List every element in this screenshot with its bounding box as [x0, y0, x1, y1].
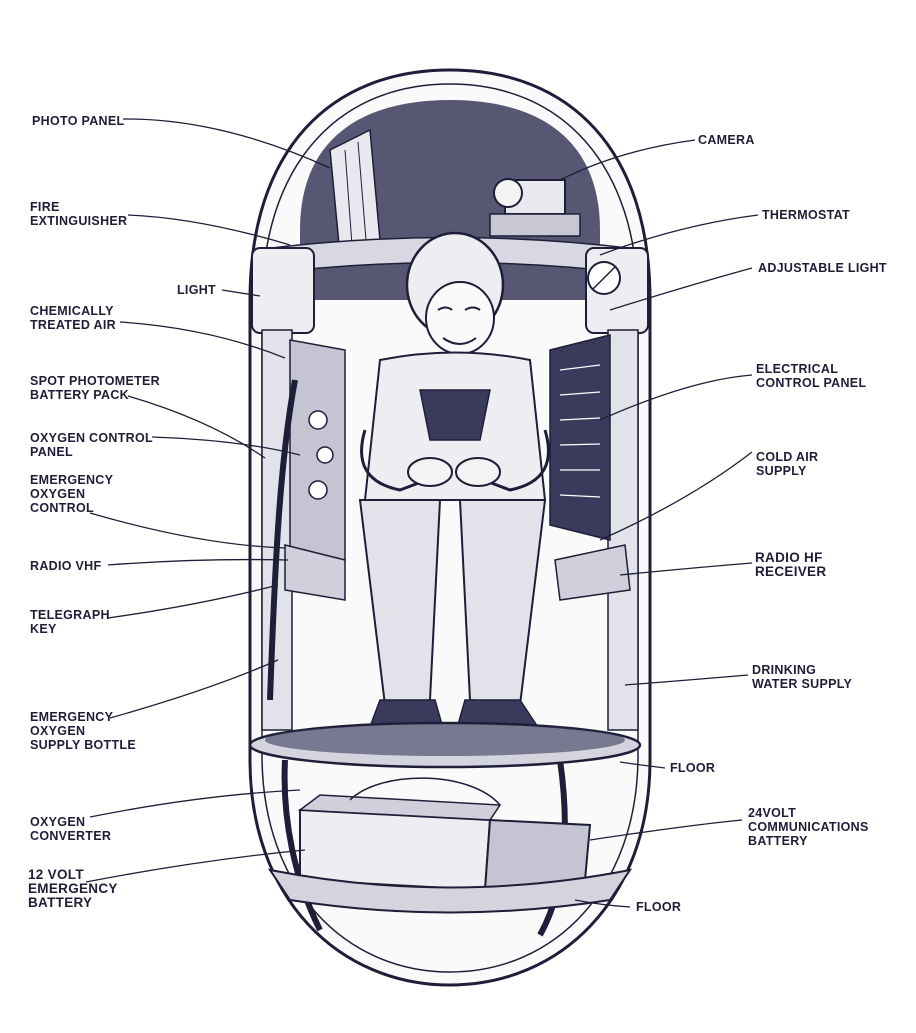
- camera: [489, 178, 581, 237]
- pilot-figure: [358, 231, 550, 741]
- label-oxygen-control-panel: OXYGEN CONTROL PANEL: [30, 431, 153, 459]
- label-floor-lower: FLOOR: [636, 900, 682, 914]
- label-radio-hf-receiver: RADIO HF RECEIVER: [755, 550, 827, 579]
- label-camera: CAMERA: [698, 133, 755, 147]
- label-thermostat: THERMOSTAT: [762, 208, 850, 222]
- label-emergency-oxygen-supply-bottle: EMERGENCY OXYGEN SUPPLY BOTTLE: [30, 710, 137, 752]
- label-floor-upper: FLOOR: [670, 761, 716, 775]
- label-telegraph-key: TELEGRAPH KEY: [30, 608, 110, 636]
- label-drinking-water-supply: DRINKING WATER SUPPLY: [752, 663, 853, 691]
- lower-floor: [267, 868, 633, 914]
- label-photo-panel: PHOTO PANEL: [32, 114, 125, 128]
- label-spot-photometer-battery-pack: SPOT PHOTOMETER BATTERY PACK: [30, 374, 160, 402]
- label-emergency-oxygen-control: EMERGENCY OXYGEN CONTROL: [30, 473, 114, 515]
- label-light: LIGHT: [177, 283, 216, 297]
- label-radio-vhf: RADIO VHF: [30, 559, 102, 573]
- radio-consoles: [284, 544, 631, 601]
- label-fire-extinguisher: FIRE EXTINGUISHER: [30, 200, 128, 228]
- label-cold-air-supply: COLD AIR SUPPLY: [756, 450, 819, 478]
- label-oxygen-converter: OXYGEN CONVERTER: [30, 815, 112, 843]
- label-electrical-control-panel: ELECTRICAL CONTROL PANEL: [756, 362, 867, 390]
- photo-panel: [329, 128, 381, 257]
- batteries: [297, 777, 592, 892]
- label-adjustable-light: ADJUSTABLE LIGHT: [758, 261, 887, 275]
- leader-lines: [85, 118, 759, 908]
- upper-floor: [248, 721, 642, 769]
- label-12-volt-emergency-battery: 12 VOLT EMERGENCY BATTERY: [28, 867, 118, 910]
- label-24volt-communications-battery: 24VOLT COMMUNICATIONS BATTERY: [748, 806, 869, 848]
- label-chemically-treated-air: CHEMICALLY TREATED AIR: [30, 304, 116, 332]
- upper-ring: [251, 236, 649, 334]
